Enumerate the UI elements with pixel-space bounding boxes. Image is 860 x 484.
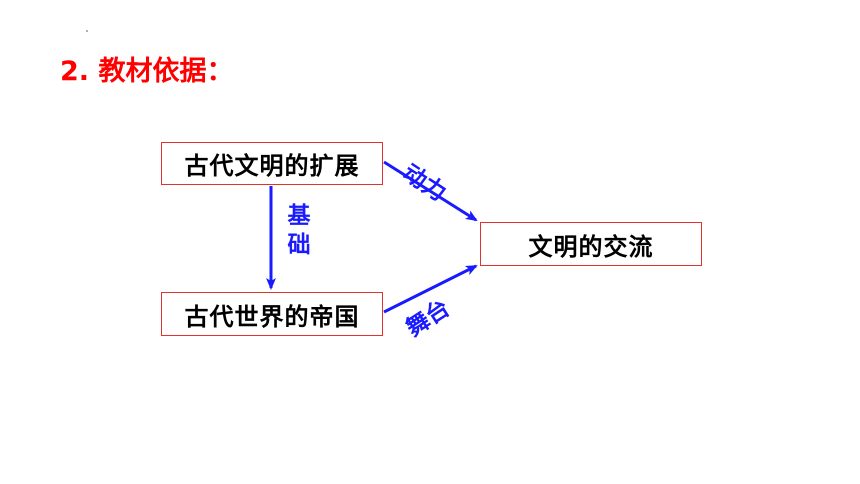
arrow-stage [383,264,478,314]
bullet-dot [86,30,88,32]
node-ancient-civilization-expansion: 古代文明的扩展 [161,142,383,185]
arrow-power [383,160,478,222]
section-heading: 2. 教材依据： [60,56,234,87]
edge-label-foundation: 基础 [287,203,311,258]
node-ancient-world-empires: 古代世界的帝国 [161,292,383,336]
node-civilization-exchange: 文明的交流 [480,222,702,266]
